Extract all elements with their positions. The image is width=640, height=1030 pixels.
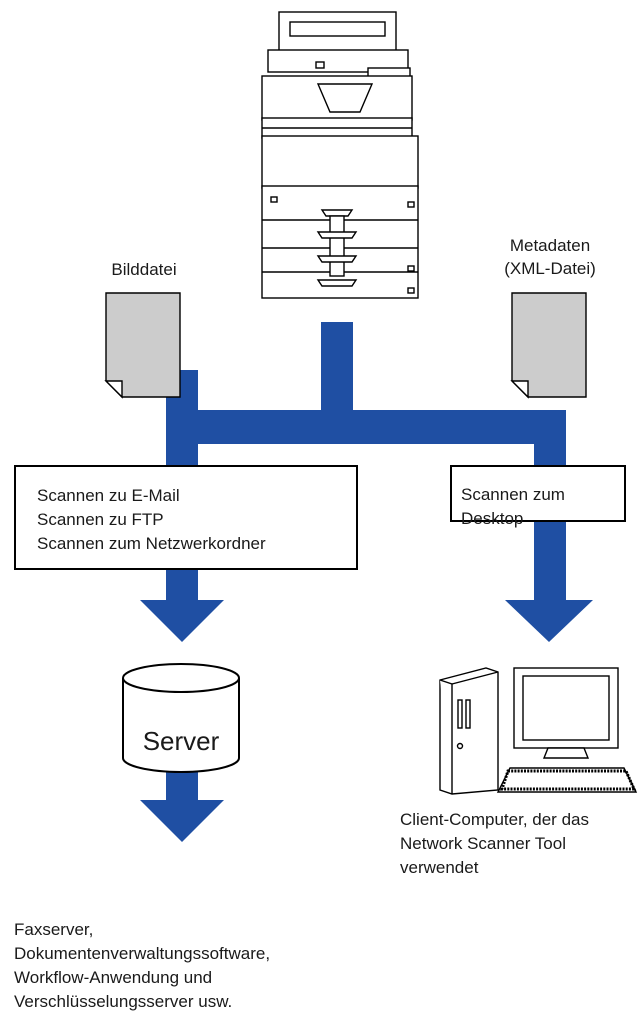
scan-desktop-line: Desktop [461, 509, 524, 528]
scan-targets-box: Scannen zu E-Mail Scannen zu FTP Scannen… [14, 465, 358, 570]
client-label-line: verwendet [400, 858, 479, 877]
metadata-label-line: (XML-Datei) [504, 259, 596, 278]
client-label-line: Client-Computer, der das [400, 810, 589, 829]
flow-trunk [321, 322, 353, 418]
flow-right-branch [534, 410, 566, 468]
client-label-line: Network Scanner Tool [400, 834, 566, 853]
destinations-line: Dokumentenverwaltungssoftware, [14, 944, 271, 963]
arrow-down-icon [140, 772, 224, 842]
scan-to-desktop-box: Scannen zum Desktop [450, 465, 626, 528]
client-computer-label: Client-Computer, der das Network Scanner… [400, 808, 589, 880]
scan-target-item: Scannen zum Netzwerkordner [37, 534, 266, 553]
arrow-down-icon [505, 520, 593, 642]
document-icon [104, 292, 181, 399]
metadata-label-line: Metadaten [509, 236, 591, 255]
scan-desktop-line: Scannen zum [461, 485, 565, 504]
printer-icon [261, 11, 419, 299]
scan-target-item: Scannen zu E-Mail [37, 486, 180, 505]
destinations-label: Faxserver, Dokumentenverwaltungssoftware… [14, 918, 270, 1014]
scan-target-item: Scannen zu FTP [37, 510, 164, 529]
metadata-label: Metadaten (XML-Datei) [480, 235, 620, 279]
destinations-line: Verschlüsselungsserver usw. [14, 992, 233, 1011]
flow-horizontal [166, 410, 566, 444]
document-icon [510, 292, 587, 399]
destinations-line: Faxserver, [14, 920, 94, 939]
computer-icon [439, 667, 638, 795]
server-label: Server [142, 726, 220, 756]
image-file-label: Bilddatei [111, 260, 177, 279]
destinations-line: Workflow-Anwendung und [14, 968, 213, 987]
server-icon [122, 663, 240, 773]
